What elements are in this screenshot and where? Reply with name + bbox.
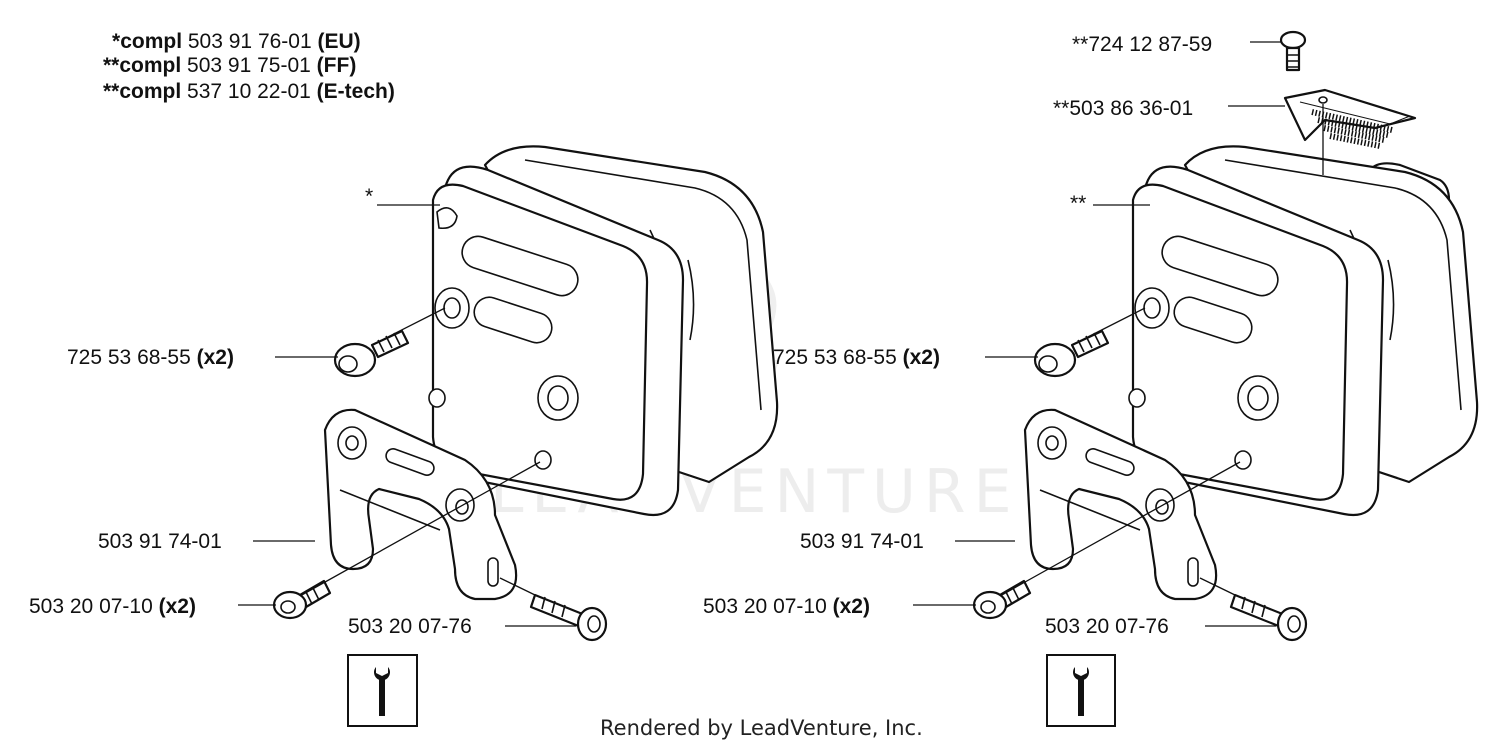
left-muffler-marker: *: [365, 185, 373, 208]
legend-row-ff: **compl 503 91 75-01 (FF): [103, 54, 356, 77]
right-top-screw-label: **724 12 87-59: [1072, 33, 1212, 56]
left-screw-label: 725 53 68-55 (x2): [67, 346, 234, 369]
left-bracket[interactable]: [323, 408, 518, 601]
wrench-icon: [347, 654, 418, 727]
right-bracket-label: 503 91 74-01: [800, 530, 924, 553]
left-bracket-label: 503 91 74-01: [98, 530, 222, 553]
left-flange-bolt[interactable]: [272, 579, 332, 620]
left-socket-screw[interactable]: [333, 329, 410, 378]
legend-row-eu: *compl 503 91 76-01 (EU): [112, 30, 361, 53]
left-flange-bolt-2[interactable]: [529, 593, 608, 642]
right-muffler[interactable]: [1128, 145, 1479, 517]
right-assembly: [913, 30, 1479, 642]
right-flange-bolt-2[interactable]: [1229, 593, 1308, 642]
legend-row-etech: **compl 537 10 22-01 (E-tech): [103, 80, 395, 103]
right-bracket[interactable]: [1023, 408, 1218, 601]
left-assembly: [238, 145, 779, 642]
left-bolt2-label: 503 20 07-76: [348, 615, 472, 638]
right-spark-screen[interactable]: [1283, 88, 1417, 149]
footer-credit: Rendered by LeadVenture, Inc.: [600, 716, 923, 740]
right-screw-label: 725 53 68-55 (x2): [773, 346, 940, 369]
right-screen-label: **503 86 36-01: [1053, 97, 1193, 120]
left-muffler[interactable]: [428, 145, 779, 517]
right-flange-bolt[interactable]: [972, 579, 1032, 620]
left-bolt-label: 503 20 07-10 (x2): [29, 595, 196, 618]
right-bolt2-label: 503 20 07-76: [1045, 615, 1169, 638]
wrench-icon: [1046, 654, 1116, 727]
right-bolt-label: 503 20 07-10 (x2): [703, 595, 870, 618]
right-socket-screw[interactable]: [1033, 329, 1110, 378]
right-muffler-marker: **: [1070, 192, 1086, 215]
right-top-screw[interactable]: [1279, 30, 1307, 72]
kit-legend: *compl 503 91 76-01 (EU) **compl 503 91 …: [103, 30, 395, 103]
